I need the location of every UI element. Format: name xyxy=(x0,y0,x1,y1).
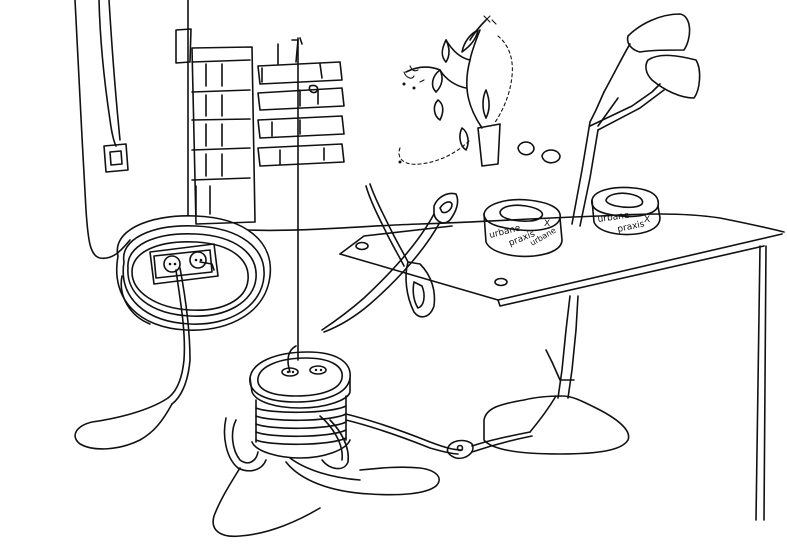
coiled-cable-with-socket xyxy=(74,215,272,450)
cable-reel xyxy=(212,345,463,538)
tape-back-label-urbane: urbane xyxy=(597,211,630,225)
table xyxy=(247,213,785,521)
wall-cable xyxy=(74,0,131,260)
wall-switch-icon xyxy=(103,143,129,173)
inline-cable-switch-icon xyxy=(446,395,557,460)
pebbles xyxy=(517,141,561,164)
tape-roll-front: urbane praxis urbane X xyxy=(483,198,563,258)
scissors-icon xyxy=(321,183,459,333)
apartment-building xyxy=(175,0,256,225)
balcony-tower xyxy=(257,37,345,361)
desk-lamp xyxy=(483,13,701,455)
tape-back-mark: X xyxy=(644,215,650,225)
potted-plant xyxy=(398,15,513,167)
tape-roll-back: urbane praxis X xyxy=(591,186,661,236)
tape-front-mark: X xyxy=(544,219,550,229)
